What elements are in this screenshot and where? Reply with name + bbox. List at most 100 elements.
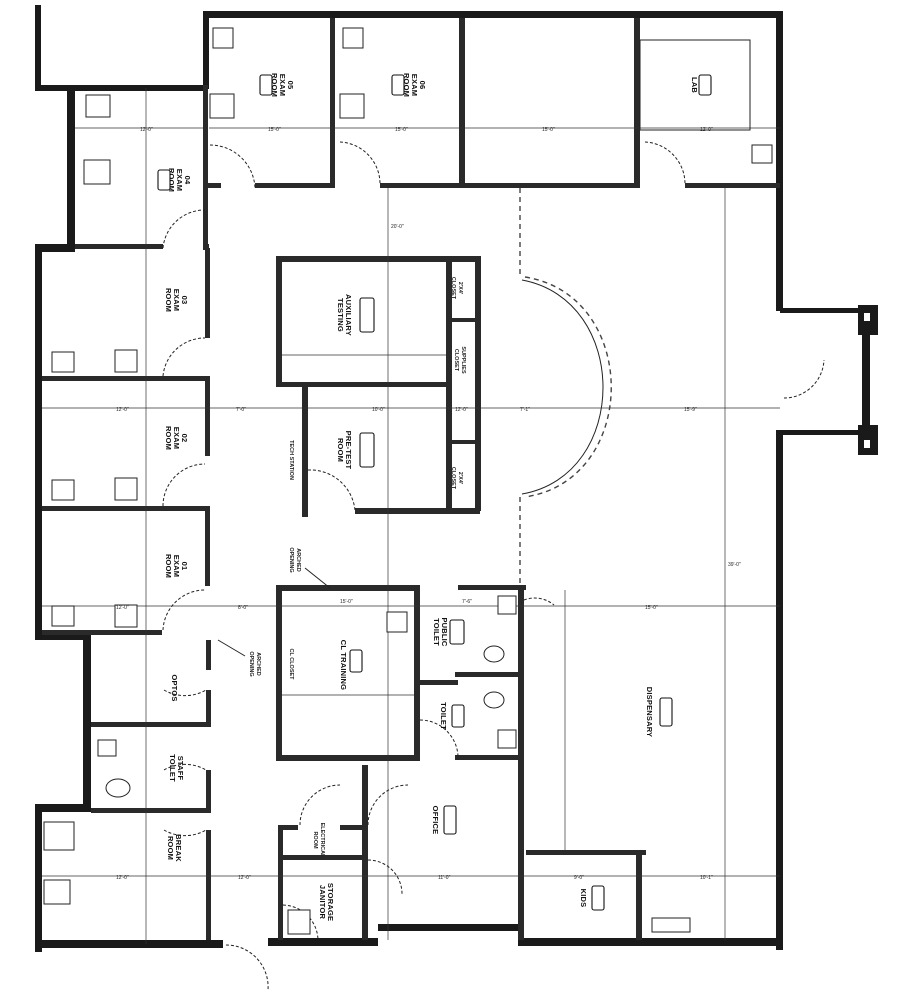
dim-label: 39'-0" <box>728 562 741 568</box>
svg-text:EXAM: EXAM <box>278 74 287 96</box>
closet-label-lower: 2'X4' CLOSET <box>450 467 463 490</box>
svg-text:ROOM: ROOM <box>164 554 173 578</box>
dim-label: 15'-0" <box>268 127 281 133</box>
room-label-dispensary: DISPENSARY <box>645 687 654 737</box>
svg-text:ARCHED: ARCHED <box>255 652 261 676</box>
svg-text:2'X4': 2'X4' <box>457 472 463 485</box>
svg-text:2'X4': 2'X4' <box>457 282 463 295</box>
dim-label: 12'-0" <box>116 875 129 881</box>
svg-text:03: 03 <box>180 296 189 305</box>
svg-text:KIDS: KIDS <box>579 889 588 908</box>
svg-text:EXAM: EXAM <box>172 555 181 577</box>
svg-text:CLOSET: CLOSET <box>450 277 456 300</box>
tech-station-label: TECH STATION <box>288 440 294 480</box>
dim-label: 8'-0" <box>238 605 248 611</box>
svg-text:EXAM: EXAM <box>172 289 181 311</box>
svg-text:DISPENSARY: DISPENSARY <box>645 687 654 737</box>
svg-text:TOILET: TOILET <box>439 702 448 730</box>
room-label-exam-02: 02 EXAM ROOM <box>164 426 189 450</box>
svg-text:ARCHED: ARCHED <box>295 548 301 572</box>
dim-label: 12'-0" <box>116 605 129 611</box>
dim-label: 12'-0" <box>116 407 129 413</box>
svg-text:PUBLIC: PUBLIC <box>440 617 449 647</box>
dim-label: 7'-1" <box>520 407 530 413</box>
dim-label: 10'-0" <box>372 407 385 413</box>
dim-label: 12'-0" <box>700 127 713 133</box>
svg-text:TOILET: TOILET <box>168 754 177 782</box>
interior-walls <box>42 18 780 940</box>
room-label-exam-05: 05 EXAM ROOM <box>270 73 295 97</box>
room-label-auxiliary-testing: AUXILIARY TESTING <box>336 294 353 336</box>
room-tags <box>157 74 712 911</box>
room-label-exam-04: 04 EXAM ROOM <box>167 168 192 192</box>
dim-label: 9'-0" <box>574 875 584 881</box>
svg-text:CL TRAINING: CL TRAINING <box>339 640 348 690</box>
room-label-break-room: BREAK ROOM <box>166 834 183 862</box>
svg-text:EXAM: EXAM <box>410 74 419 96</box>
svg-text:ROOM: ROOM <box>164 426 173 450</box>
svg-text:ROOM: ROOM <box>166 836 175 860</box>
closet-label-upper: 2'X4' CLOSET <box>450 277 463 300</box>
svg-text:ELECTRICAL: ELECTRICAL <box>319 823 325 858</box>
dim-label: 7'-0" <box>236 407 246 413</box>
svg-text:ROOM: ROOM <box>270 73 279 97</box>
svg-text:OPENING: OPENING <box>288 547 294 572</box>
svg-text:CLOSET: CLOSET <box>450 467 456 490</box>
dimension-lines <box>42 88 780 944</box>
room-label-exam-06: 06 EXAM ROOM <box>402 73 427 97</box>
room-label-exam-01: 01 EXAM ROOM <box>164 554 189 578</box>
dim-label: 11'-0" <box>438 875 451 881</box>
dim-label: 10'-1" <box>700 875 713 881</box>
fixtures <box>43 27 773 935</box>
dim-label: 15'-0" <box>645 605 658 611</box>
svg-text:02: 02 <box>180 434 189 443</box>
dim-label: 15'-0" <box>395 127 408 133</box>
svg-text:PRE-TEST: PRE-TEST <box>344 431 353 470</box>
dim-label: 12'-0" <box>238 875 251 881</box>
svg-text:01: 01 <box>180 562 189 571</box>
svg-text:TESTING: TESTING <box>336 298 345 332</box>
dim-label: 12'-0" <box>455 407 468 413</box>
room-label-staff-toilet: STAFF TOILET <box>168 754 185 782</box>
room-label-optos: OPTOS <box>170 674 179 701</box>
svg-text:OPTOS: OPTOS <box>170 674 179 701</box>
svg-text:04: 04 <box>183 176 192 185</box>
dim-label: 15'-0" <box>340 599 353 605</box>
dim-label: 12'-0" <box>140 127 153 133</box>
dim-label: 15'-9" <box>684 407 697 413</box>
room-label-toilet: TOILET <box>439 702 448 730</box>
svg-text:JANITOR: JANITOR <box>318 885 327 920</box>
cl-closet-label: CL CLOSET <box>288 648 294 680</box>
room-label-exam-03: 03 EXAM ROOM <box>164 288 189 312</box>
svg-text:ROOM: ROOM <box>402 73 411 97</box>
svg-text:CL CLOSET: CL CLOSET <box>288 648 294 680</box>
svg-text:ROOM: ROOM <box>164 288 173 312</box>
svg-text:EXAM: EXAM <box>175 169 184 191</box>
svg-text:05: 05 <box>286 81 295 90</box>
svg-text:ROOM: ROOM <box>312 831 318 849</box>
dim-label: 7'-6" <box>462 599 472 605</box>
room-label-storage-janitor: STORAGE JANITOR <box>318 883 335 921</box>
supplies-closet-label: SUPPLIES CLOSET <box>453 346 466 374</box>
svg-text:STORAGE: STORAGE <box>326 883 335 921</box>
svg-text:ROOM: ROOM <box>167 168 176 192</box>
svg-text:STAFF: STAFF <box>176 756 185 781</box>
svg-text:TOILET: TOILET <box>432 618 441 646</box>
room-label-lab: LAB <box>690 77 699 93</box>
curved-feature <box>519 188 612 585</box>
svg-text:TECH STATION: TECH STATION <box>288 440 294 480</box>
svg-text:EXAM: EXAM <box>172 427 181 449</box>
arched-opening-label-upper: ARCHED OPENING <box>288 547 301 572</box>
dimension-labels: 15'-0" 15'-0" 15'-0" 12'-0" 12'-0" 12'-0… <box>116 127 741 881</box>
room-label-electrical-room: ELECTRICAL ROOM <box>312 823 325 858</box>
room-label-kids: KIDS <box>579 889 588 908</box>
svg-text:06: 06 <box>418 81 427 90</box>
dim-label: 20'-0" <box>391 224 404 230</box>
room-label-public-toilet: PUBLIC TOILET <box>432 617 449 647</box>
svg-text:SUPPLIES: SUPPLIES <box>460 346 466 374</box>
svg-text:ROOM: ROOM <box>336 438 345 462</box>
room-label-pre-test-room: PRE-TEST ROOM <box>336 431 353 470</box>
svg-text:BREAK: BREAK <box>174 834 183 862</box>
svg-text:CLOSET: CLOSET <box>453 349 459 372</box>
